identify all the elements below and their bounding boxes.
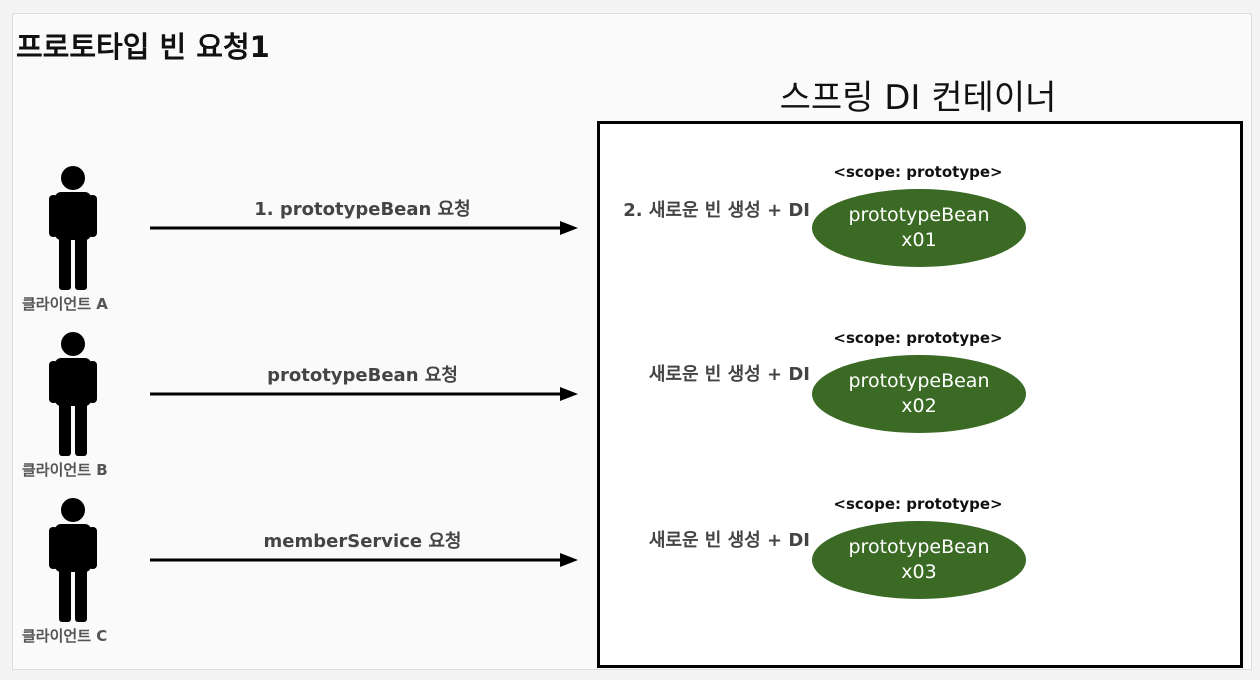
- bean-name: prototypeBean: [848, 536, 990, 558]
- request-label: memberService 요청: [263, 531, 462, 552]
- create-label: 새로운 빈 생성 + DI: [648, 530, 810, 551]
- create-label: 새로운 빈 생성 + DI: [648, 364, 810, 385]
- container-title: 스프링 DI 컨테이너: [779, 78, 1057, 118]
- request-label: prototypeBean 요청: [267, 365, 458, 386]
- prototype-bean-ellipse: prototypeBean x02: [812, 355, 1026, 433]
- bean-name: prototypeBean: [848, 204, 990, 226]
- request-arrow: [150, 387, 578, 401]
- scope-label: <scope: prototype>: [833, 329, 1003, 347]
- create-label: 2. 새로운 빈 생성 + DI: [623, 200, 810, 221]
- client-label: 클라이언트 B: [22, 461, 108, 479]
- bean-id: x03: [901, 561, 937, 583]
- bean-id: x02: [901, 395, 937, 417]
- client-person-icon: [47, 331, 99, 456]
- bean-id: x01: [901, 229, 937, 251]
- page-title: 프로토타입 빈 요청1: [16, 30, 270, 64]
- prototype-bean-ellipse: prototypeBean x03: [812, 521, 1026, 599]
- client-person-icon: [47, 165, 99, 290]
- request-arrow: [150, 221, 578, 235]
- client-label: 클라이언트 C: [22, 627, 108, 645]
- client-person-icon: [47, 497, 99, 622]
- bean-name: prototypeBean: [848, 370, 990, 392]
- prototype-bean-ellipse: prototypeBean x01: [812, 189, 1026, 267]
- request-arrow: [150, 553, 578, 567]
- client-label: 클라이언트 A: [22, 295, 108, 313]
- scope-label: <scope: prototype>: [833, 495, 1003, 513]
- scope-label: <scope: prototype>: [833, 163, 1003, 181]
- request-label: 1. prototypeBean 요청: [254, 199, 471, 220]
